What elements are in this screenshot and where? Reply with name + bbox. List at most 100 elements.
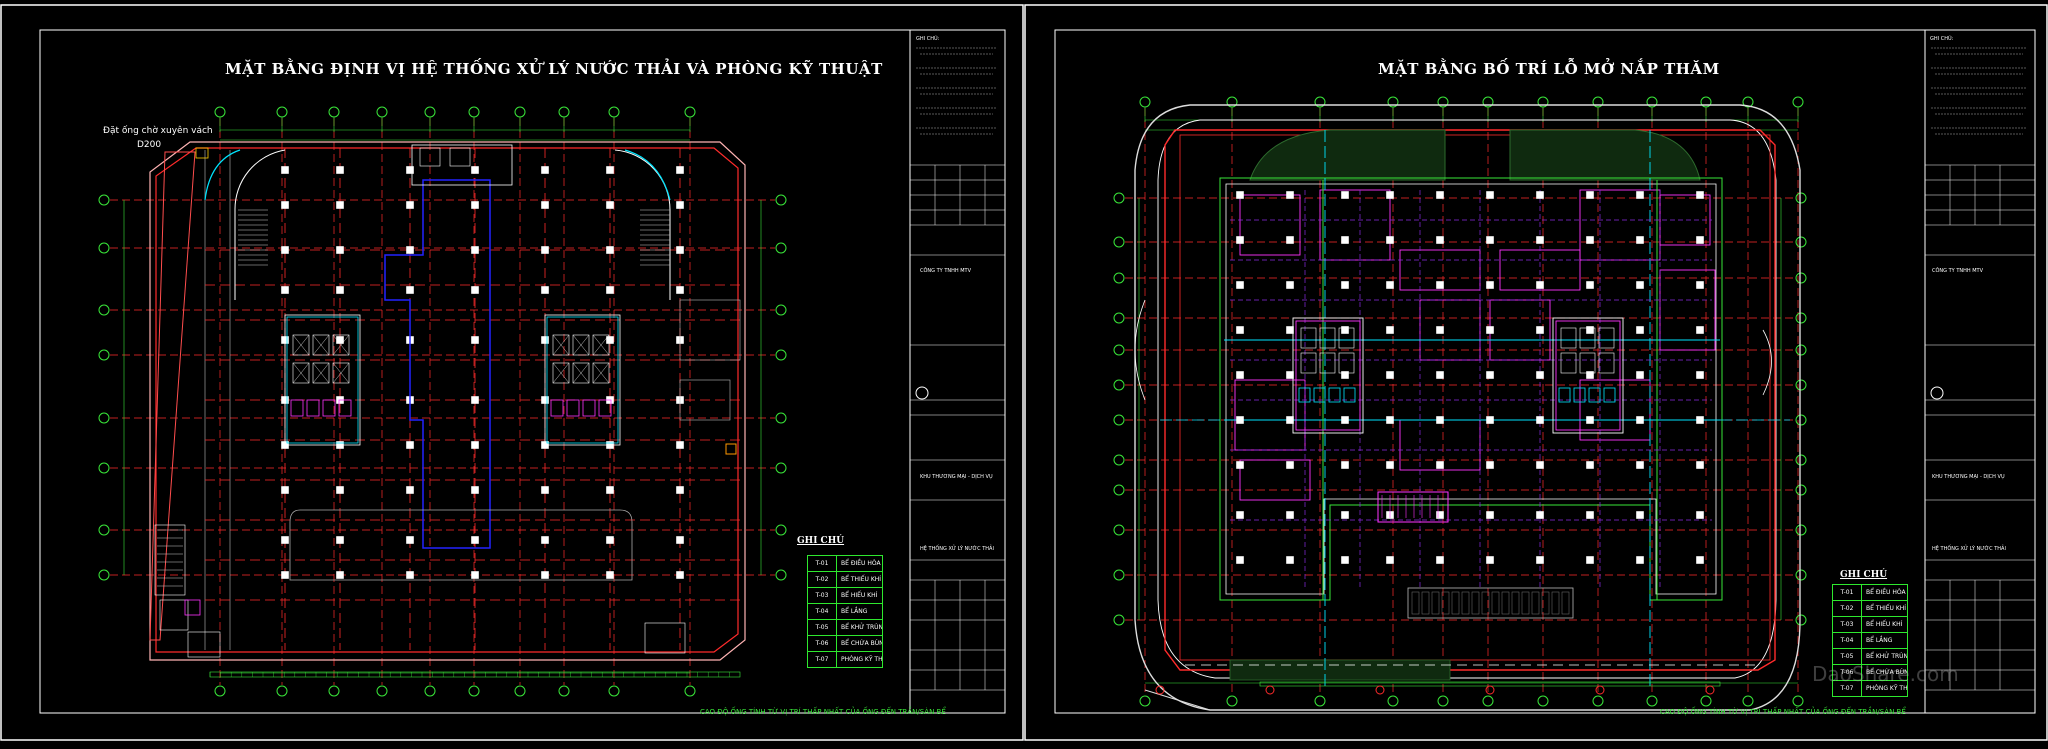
sheet-1-legend-title: GHI CHÚ xyxy=(797,536,845,546)
s1-core-right-lift xyxy=(592,334,610,356)
s2-column xyxy=(1486,236,1494,244)
s2-grid-bubble-bottom xyxy=(1592,695,1604,707)
s2-grid-bubble-bottom xyxy=(1482,695,1494,707)
s2-column xyxy=(1636,281,1644,289)
s2-parking-bay xyxy=(1471,591,1480,615)
s2-parking-bay xyxy=(1561,591,1570,615)
s2-core-left-shaft xyxy=(1298,387,1311,403)
s1-column xyxy=(406,571,414,579)
legend-code: T-02 xyxy=(1833,601,1862,616)
s2-column xyxy=(1286,461,1294,469)
s1-core-right-lift xyxy=(592,362,610,384)
s2-grid-bubble-bottom xyxy=(1387,695,1399,707)
s1-column xyxy=(336,571,344,579)
s2-column xyxy=(1436,416,1444,424)
s2-core-right-lift xyxy=(1598,327,1615,349)
s1-column xyxy=(336,201,344,209)
s2-column xyxy=(1586,556,1594,564)
s2-column xyxy=(1536,416,1544,424)
legend-desc: BỂ LẮNG xyxy=(1866,637,1893,644)
s2-column xyxy=(1236,556,1244,564)
s2-grid-bubble-left xyxy=(1113,192,1125,204)
s1-column xyxy=(541,246,549,254)
legend-desc: BỂ CHỨA BÙN xyxy=(1866,669,1907,676)
s2-core-right-core xyxy=(1552,317,1624,434)
s1-room xyxy=(187,631,221,658)
s2-column xyxy=(1486,371,1494,379)
s2-column xyxy=(1341,326,1349,334)
s2-core-left-lift xyxy=(1338,352,1355,374)
s1-column xyxy=(281,571,289,579)
s1-column xyxy=(676,441,684,449)
legend-desc: BỂ THIẾU KHÍ xyxy=(841,576,882,583)
s1-core-right-shaft xyxy=(566,399,580,417)
s2-building-green xyxy=(1219,177,1723,601)
s2-column xyxy=(1636,191,1644,199)
s2-column xyxy=(1636,556,1644,564)
s2-column xyxy=(1636,326,1644,334)
s1-column xyxy=(676,166,684,174)
s2-parking-bay xyxy=(1411,591,1420,615)
s1-column xyxy=(406,246,414,254)
s2-parking-bay xyxy=(1491,591,1500,615)
s2-grid-bubble-right xyxy=(1795,484,1807,496)
title-block-2-company: CÔNG TY TNHH MTV xyxy=(1932,268,1984,274)
s2-column xyxy=(1586,326,1594,334)
s1-column xyxy=(406,486,414,494)
s1-ramp-curve-right xyxy=(614,149,671,300)
s1-column xyxy=(406,201,414,209)
s2-grid-bubble-bottom xyxy=(1742,695,1754,707)
s1-column xyxy=(471,536,479,544)
s2-parking-bay xyxy=(1431,591,1440,615)
s2-column xyxy=(1696,511,1704,519)
legend-desc: BỂ KHỬ TRÙNG xyxy=(1866,653,1907,660)
legend-code: T-03 xyxy=(1833,617,1862,632)
s1-core-right-shaft xyxy=(598,399,612,417)
s1-column xyxy=(676,246,684,254)
s1-core-left-lift xyxy=(292,334,310,356)
s1-core-left-lift xyxy=(312,334,330,356)
s2-planter-left xyxy=(1249,129,1446,181)
s2-column xyxy=(1586,191,1594,199)
title-block-2-note-heading: GHI CHÚ: xyxy=(1930,36,1954,42)
s1-column xyxy=(676,536,684,544)
s2-column xyxy=(1436,511,1444,519)
s2-core-right-lift xyxy=(1560,352,1577,374)
s2-grid-bubble-left xyxy=(1113,236,1125,248)
s1-grid-bubble-left xyxy=(98,524,110,536)
s1-grid-bubble-left xyxy=(98,304,110,316)
title-block-1-note-heading: GHI CHÚ: xyxy=(916,36,940,42)
s2-grid-bubble-top xyxy=(1792,96,1804,108)
s1-column xyxy=(406,166,414,174)
s2-parking-bay xyxy=(1421,591,1430,615)
legend-desc: PHÒNG KỸ THUẬT xyxy=(841,656,882,663)
s2-core-left-core xyxy=(1292,317,1364,434)
s2-column xyxy=(1486,281,1494,289)
s1-column xyxy=(281,166,289,174)
s1-grid-bubble-right xyxy=(775,524,787,536)
s1-column xyxy=(336,486,344,494)
legend-desc: BỂ ĐIỀU HÒA xyxy=(841,560,881,567)
s2-grid-bubble-right xyxy=(1795,414,1807,426)
s1-column xyxy=(281,201,289,209)
s2-column xyxy=(1586,236,1594,244)
s1-column xyxy=(606,246,614,254)
s2-column xyxy=(1386,556,1394,564)
s2-column xyxy=(1341,416,1349,424)
s2-column xyxy=(1386,236,1394,244)
s1-grid-bubble-bottom xyxy=(276,685,288,697)
s1-grid-bubble-bottom xyxy=(328,685,340,697)
title-block-2-project: KHU THƯƠNG MẠI - DỊCH VỤ xyxy=(1932,474,2005,480)
s1-column xyxy=(606,536,614,544)
s1-room xyxy=(154,524,186,596)
s2-column xyxy=(1236,236,1244,244)
s2-column xyxy=(1436,556,1444,564)
s1-core-right-lift xyxy=(552,362,570,384)
s2-column xyxy=(1436,371,1444,379)
s1-core-left-shaft xyxy=(306,399,320,417)
s1-grid-bubble-bottom xyxy=(684,685,696,697)
